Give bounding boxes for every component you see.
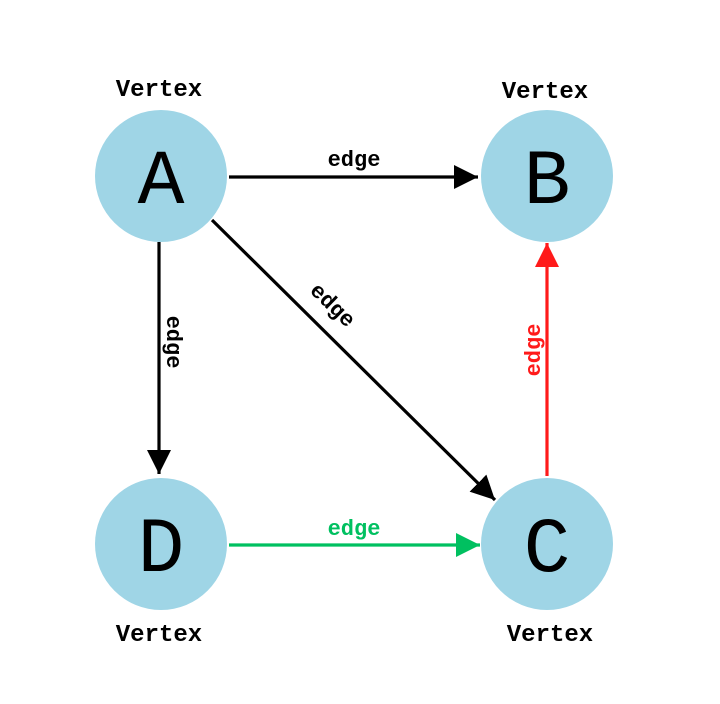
node-a-letter: A xyxy=(138,139,185,227)
node-b-circle xyxy=(481,110,613,242)
node-d-caption: Vertex xyxy=(116,622,202,649)
edge-label-d-to-c: edge xyxy=(328,517,381,542)
node-c-circle xyxy=(481,478,613,610)
node-a-circle xyxy=(95,110,227,242)
node-d-letter: D xyxy=(138,507,185,595)
node-a-caption: Vertex xyxy=(116,77,202,104)
edge-a-to-c xyxy=(210,218,497,502)
node-a: A Vertex xyxy=(95,77,227,242)
node-c-caption: Vertex xyxy=(507,622,593,649)
node-c: C Vertex xyxy=(481,478,613,649)
node-b-letter: B xyxy=(524,139,571,227)
edge-label-a-to-d: edge xyxy=(160,316,185,369)
node-d-circle xyxy=(95,478,227,610)
node-d: D Vertex xyxy=(95,478,227,649)
edge-label-a-to-b: edge xyxy=(328,148,381,173)
edge-label-a-to-c: edge xyxy=(304,279,359,334)
edge-label-c-to-b: edge xyxy=(522,324,547,377)
node-c-letter: C xyxy=(524,507,571,595)
node-b: B Vertex xyxy=(481,79,613,242)
node-b-caption: Vertex xyxy=(502,79,588,106)
